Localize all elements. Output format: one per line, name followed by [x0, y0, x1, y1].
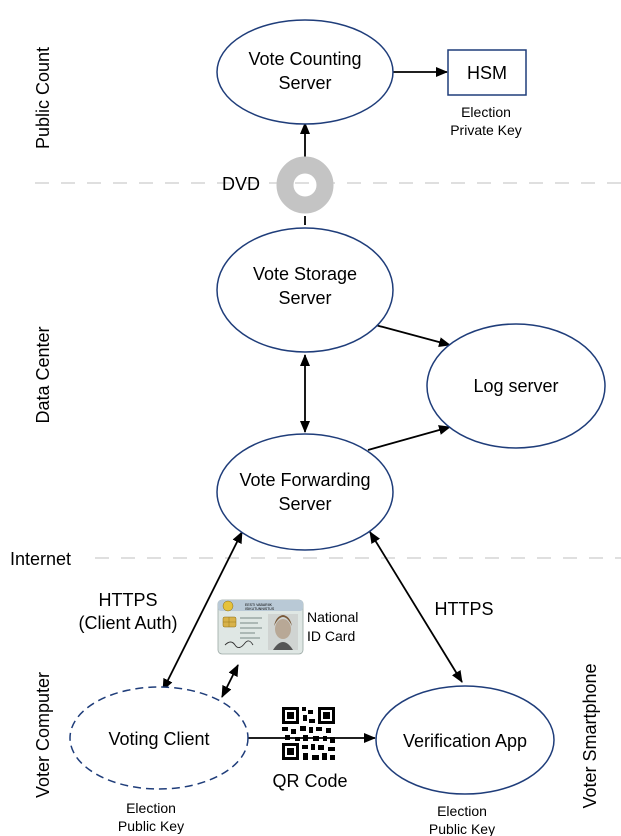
dvd-icon: [276, 156, 334, 214]
dvd-label: DVD: [222, 174, 260, 194]
vote-forwarding-server-node: [216, 433, 394, 551]
vote-storage-server-label-2: Server: [278, 288, 331, 308]
zone-label-data-center: Data Center: [33, 326, 53, 423]
vote-forwarding-server-label-1: Vote Forwarding: [239, 470, 370, 490]
voting-client-label: Voting Client: [108, 729, 209, 749]
election-public-key-right-1: Election: [437, 803, 487, 819]
log-server-node: [426, 323, 606, 449]
vote-storage-server-node: [216, 227, 394, 353]
zone-label-voter-smartphone: Voter Smartphone: [580, 663, 600, 808]
hsm-label: HSM: [467, 63, 507, 83]
zone-label-voter-computer: Voter Computer: [33, 672, 53, 798]
verification-app-label: Verification App: [403, 731, 527, 751]
election-private-key-label-1: Election: [461, 104, 511, 120]
election-public-key-left-1: Election: [126, 800, 176, 816]
election-public-key-left-2: Public Key: [118, 818, 184, 834]
hsm-node: [447, 49, 527, 96]
election-private-key-label-2: Private Key: [450, 122, 522, 138]
vote-counting-server-label-1: Vote Counting: [248, 49, 361, 69]
voting-client-node: [69, 686, 249, 790]
national-id-card-label-2: ID Card: [307, 628, 355, 644]
arrow-forwarding-log: [367, 425, 451, 451]
vote-counting-server-label-2: Server: [278, 73, 331, 93]
verification-app-node: [375, 685, 555, 795]
https-label: HTTPS: [434, 599, 493, 619]
national-id-card-label-1: National: [307, 609, 358, 625]
arrow-client-forwarding: [162, 531, 243, 691]
vote-storage-server-label-1: Vote Storage: [253, 264, 357, 284]
log-server-label: Log server: [473, 376, 558, 396]
svg-text:EESTI VABARIIK: EESTI VABARIIK: [245, 603, 273, 607]
svg-text:ISIKUTUNNISTUS: ISIKUTUNNISTUS: [245, 607, 275, 611]
vote-counting-server-node: [216, 19, 394, 125]
election-public-key-right-2: Public Key: [429, 821, 495, 836]
arrow-card-client: [221, 664, 239, 698]
zone-label-internet: Internet: [10, 549, 71, 569]
qr-code-icon: [282, 707, 335, 760]
arrow-forwarding-verification: [369, 531, 463, 683]
https-client-auth-label-1: HTTPS: [98, 590, 157, 610]
arrow-storage-log: [367, 322, 451, 347]
qr-code-label: QR Code: [272, 771, 347, 791]
https-client-auth-label-2: (Client Auth): [78, 613, 177, 633]
zone-label-public-count: Public Count: [33, 47, 53, 149]
vote-forwarding-server-label-2: Server: [278, 494, 331, 514]
national-id-card-image: EESTI VABARIIK ISIKUTUNNISTUS: [217, 599, 304, 655]
